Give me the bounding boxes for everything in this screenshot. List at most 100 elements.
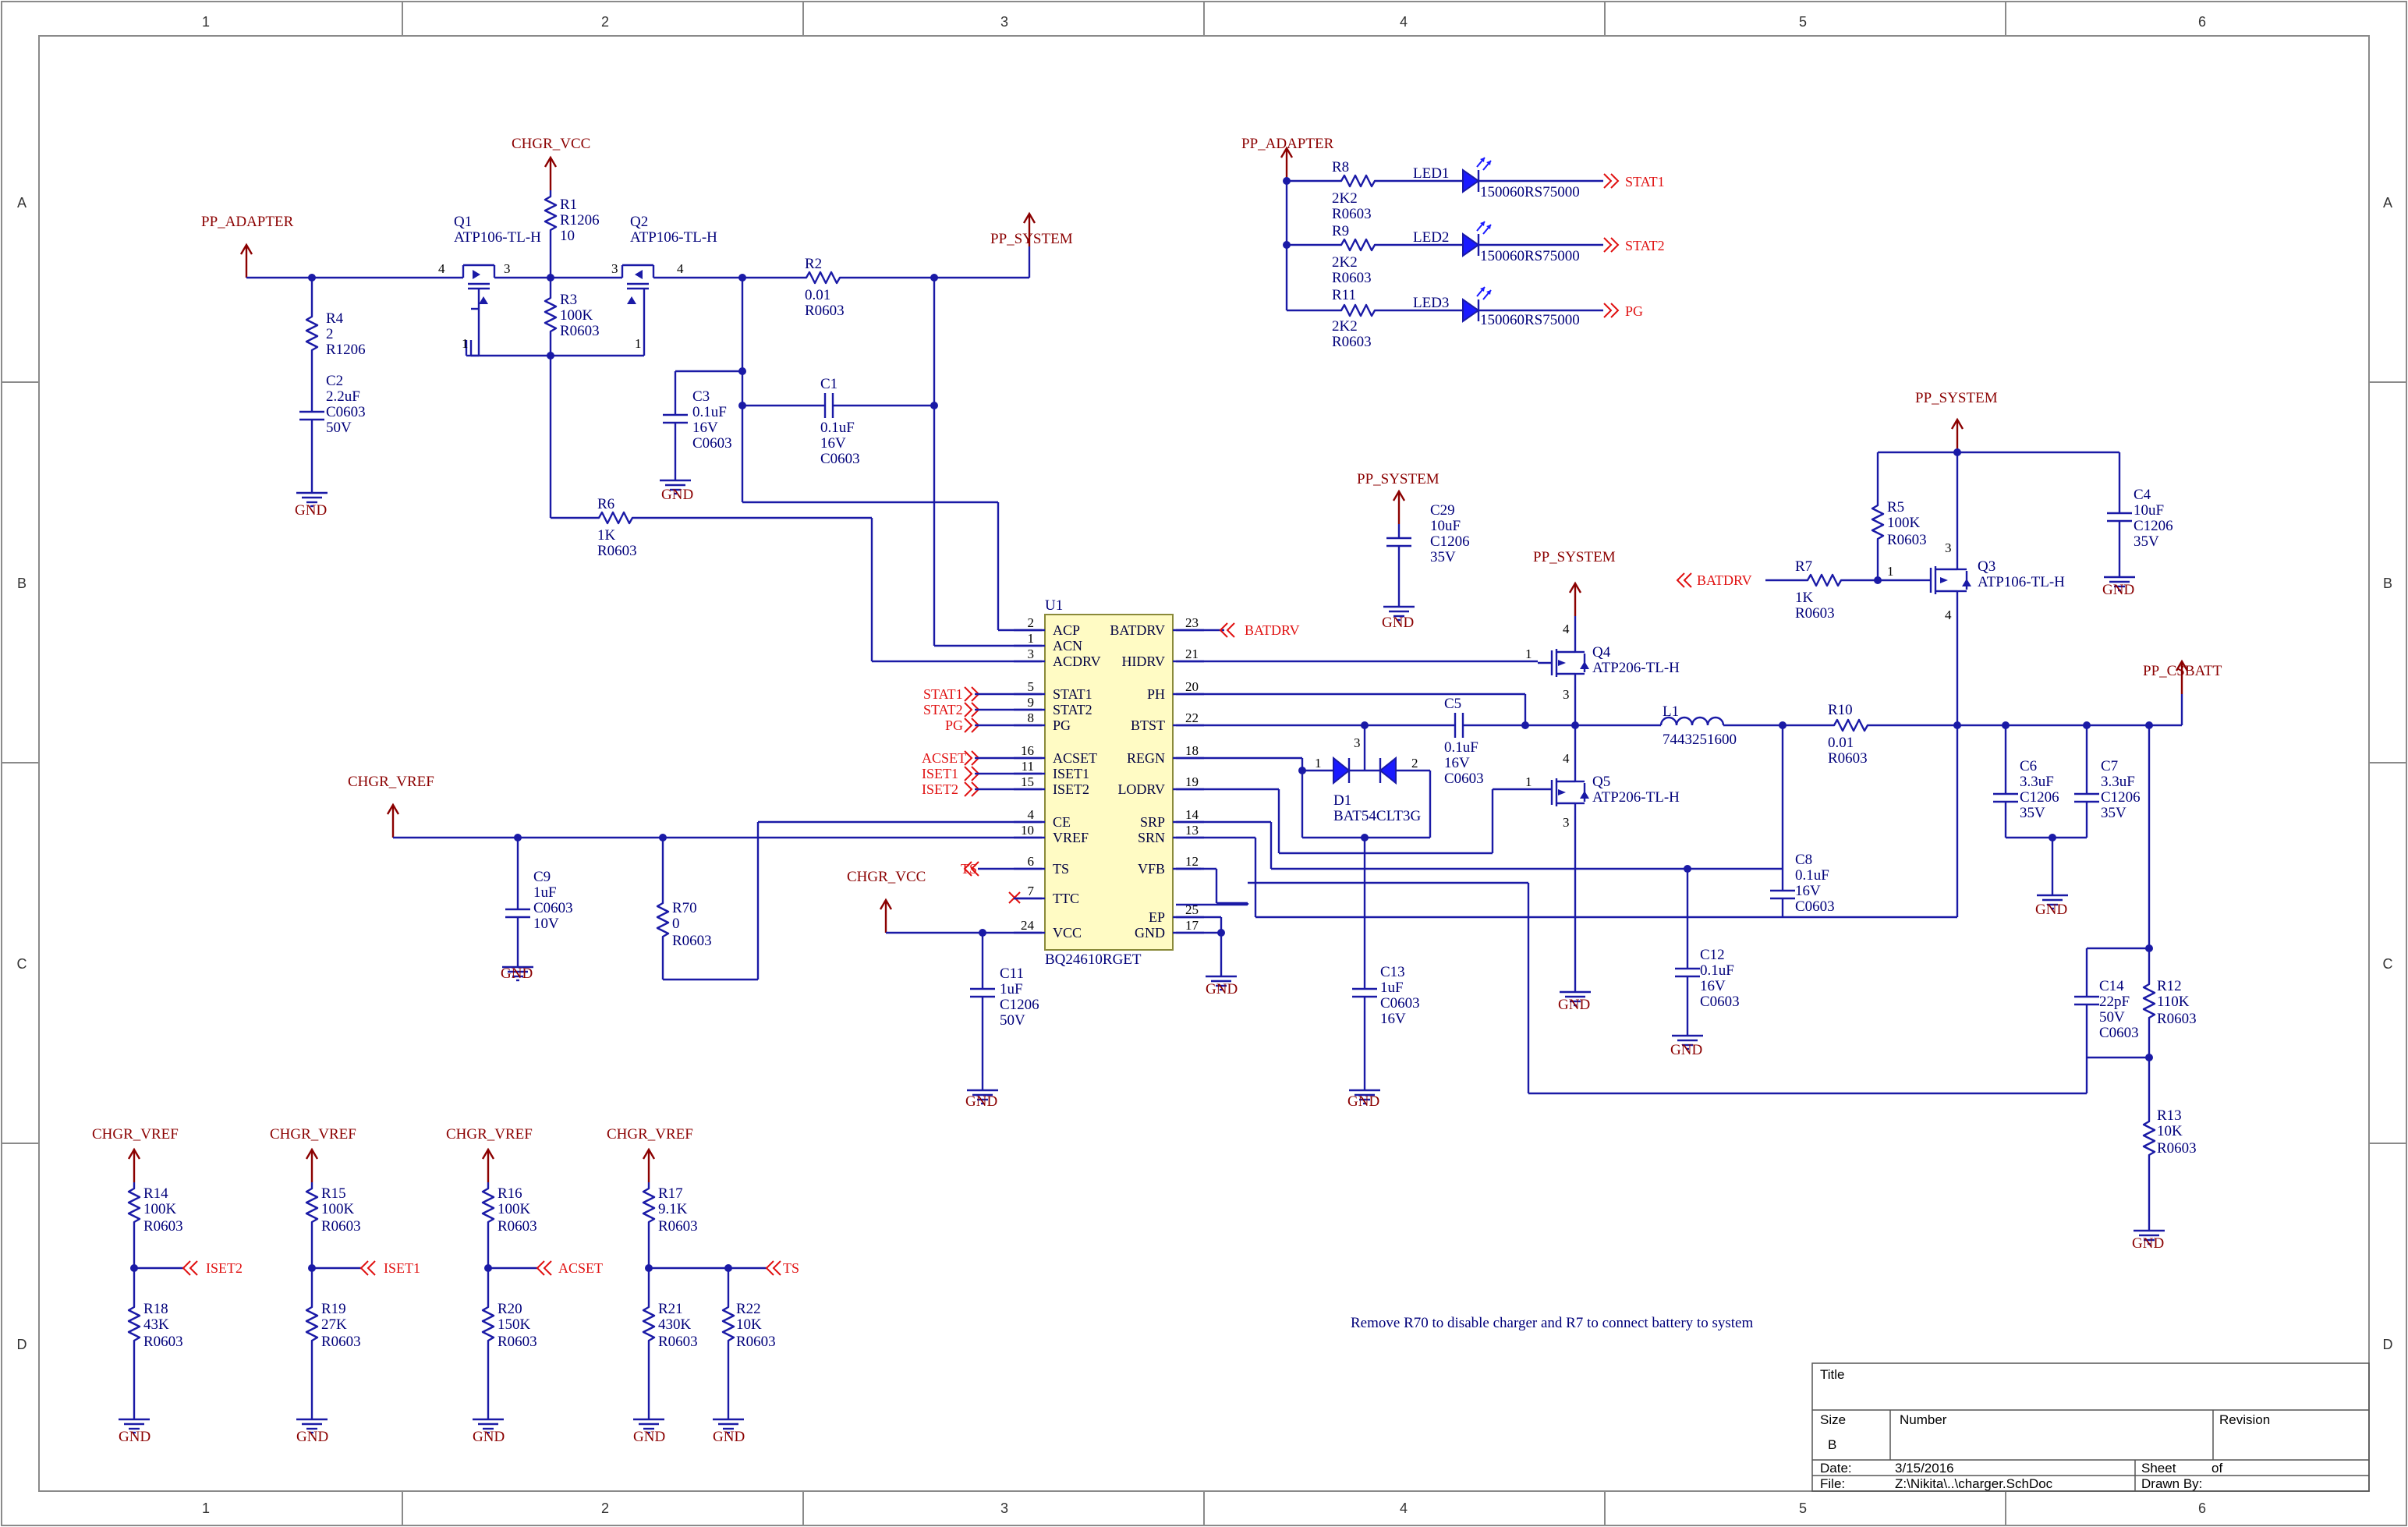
r17-v2: R0603 xyxy=(658,1218,698,1235)
net-pp-system-2: PP_SYSTEM xyxy=(1533,549,1616,565)
r10-v1: 0.01 xyxy=(1828,735,1854,751)
led1-ref: LED1 xyxy=(1413,165,1449,182)
c6-ref: C6 xyxy=(2020,758,2037,774)
c1-v2: 16V xyxy=(820,435,846,452)
r21-v2: R0603 xyxy=(658,1334,698,1350)
u1-pin-num: 19 xyxy=(1185,774,1199,789)
r17-ref: R17 xyxy=(658,1185,683,1202)
q5-ref: Q5 xyxy=(1592,774,1610,790)
l1-val: 7443251600 xyxy=(1663,732,1737,748)
sig-iset2: ISET2 xyxy=(922,781,958,797)
r9-v1: 2K2 xyxy=(1332,254,1358,271)
divider-networks: CHGR_VREF ISET2 GND R14 100K R0603 R18 4… xyxy=(92,1126,799,1445)
r5-ref: R5 xyxy=(1887,499,1904,515)
c7-ref: C7 xyxy=(2101,758,2118,774)
led3-ref: LED3 xyxy=(1413,295,1449,311)
net-gnd-c9: GND xyxy=(501,965,533,982)
u1-pin-name: VCC xyxy=(1053,925,1082,941)
r16-ref: R16 xyxy=(498,1185,522,1202)
r1-v2: 10 xyxy=(560,228,575,244)
u1-pin-name: ACP xyxy=(1053,622,1080,638)
zone-col-3-b: 3 xyxy=(1000,1500,1008,1516)
q2-pin4: 4 xyxy=(677,261,684,276)
zone-col-4: 4 xyxy=(1400,14,1408,30)
r6-v2: R0603 xyxy=(597,543,637,559)
u1-pin-num: 23 xyxy=(1185,615,1199,630)
zone-row-c: C xyxy=(17,956,27,972)
tb-date-label: Date: xyxy=(1820,1461,1852,1476)
net-chgr-vref-3: CHGR_VREF xyxy=(270,1126,356,1143)
d1-pin3: 3 xyxy=(1354,735,1361,750)
r13-v2: R0603 xyxy=(2157,1140,2197,1157)
r21-v1: 430K xyxy=(658,1316,692,1333)
r15-v1: 100K xyxy=(321,1201,355,1217)
c9-v1: 1uF xyxy=(533,884,557,901)
sig-stat2-led: STAT2 xyxy=(1625,238,1665,253)
sig-stat2: STAT2 xyxy=(923,702,963,717)
c9-v3: 10V xyxy=(533,916,559,932)
zone-row-c-r: C xyxy=(2383,956,2393,972)
r18-ref: R18 xyxy=(143,1301,168,1317)
r22-v2: R0603 xyxy=(736,1334,776,1350)
r12-v2: R0603 xyxy=(2157,1011,2197,1027)
r20-v2: R0603 xyxy=(498,1334,537,1350)
u1-pin-name: PH xyxy=(1147,686,1165,702)
q5-val: ATP206-TL-H xyxy=(1592,789,1680,806)
u1-pin-num: 11 xyxy=(1022,759,1034,774)
u1-right-nets: BATDRV GND C5 0.1uF 16V C0603 xyxy=(1176,622,1957,1110)
r6-v1: 1K xyxy=(597,527,616,544)
net-gnd-r22: GND xyxy=(713,1429,745,1445)
c3-v1: 0.1uF xyxy=(692,404,727,420)
r5-v1: 100K xyxy=(1887,515,1921,531)
led1-val: 150060RS75000 xyxy=(1480,184,1580,200)
c4-v3: 35V xyxy=(2134,533,2159,550)
net-gnd-q5: GND xyxy=(1558,997,1590,1013)
tb-of-label: of xyxy=(2211,1461,2222,1476)
q4-ref: Q4 xyxy=(1592,644,1611,661)
c9-ref: C9 xyxy=(533,869,551,885)
r2-ref: R2 xyxy=(805,256,822,272)
r20-ref: R20 xyxy=(498,1301,522,1317)
net-gnd-c12: GND xyxy=(1670,1042,1702,1058)
net-chgr-vref-2: CHGR_VREF xyxy=(92,1126,179,1143)
u1-pin-name: STAT1 xyxy=(1053,686,1092,702)
c12-v1: 0.1uF xyxy=(1700,962,1734,979)
q5-pin4: 4 xyxy=(1563,751,1570,766)
u1-pin-num: 15 xyxy=(1021,774,1034,789)
r22-v1: 10K xyxy=(736,1316,762,1333)
r2-v2: R0603 xyxy=(805,303,845,319)
u1-pin-num: 5 xyxy=(1028,679,1035,694)
sig-stat1: STAT1 xyxy=(923,686,963,702)
q4-pin4: 4 xyxy=(1563,622,1570,636)
c9-v2: C0603 xyxy=(533,900,573,916)
q2-val: ATP106-TL-H xyxy=(630,229,717,246)
u1-pin-name: BATDRV xyxy=(1110,622,1165,638)
r11-ref: R11 xyxy=(1332,287,1356,303)
u1-pin-num: 20 xyxy=(1185,679,1199,694)
c11-v3: 50V xyxy=(1000,1012,1025,1029)
r8-v1: 2K2 xyxy=(1332,190,1358,207)
q1-pin4: 4 xyxy=(438,261,445,276)
c11-ref: C11 xyxy=(1000,965,1024,982)
zone-row-d: D xyxy=(17,1337,27,1352)
u1-pin-name: HIDRV xyxy=(1121,654,1165,669)
u1-pin-num: 10 xyxy=(1021,823,1034,838)
zone-col-5-b: 5 xyxy=(1799,1500,1807,1516)
u1-pin-name: BTST xyxy=(1131,717,1165,733)
u1-pin-num: 2 xyxy=(1028,615,1035,630)
r11-v2: R0603 xyxy=(1332,334,1372,350)
c2-v3: 50V xyxy=(326,420,352,436)
led3-val: 150060RS75000 xyxy=(1480,312,1580,328)
u1-pin-name: STAT2 xyxy=(1053,702,1092,717)
r17-v1: 9.1K xyxy=(658,1201,688,1217)
r15-v2: R0603 xyxy=(321,1218,361,1235)
sig-iset2-div: ISET2 xyxy=(206,1260,243,1276)
tb-number-label: Number xyxy=(1900,1412,1947,1427)
vcc-section: CHGR_VCC GND C11 1uF C1206 50V xyxy=(847,869,1042,1110)
c3-v2: 16V xyxy=(692,420,718,436)
zone-col-6: 6 xyxy=(2198,14,2206,30)
c14-v3: C0603 xyxy=(2099,1025,2139,1041)
r9-v2: R0603 xyxy=(1332,270,1372,286)
r8-ref: R8 xyxy=(1332,159,1349,175)
